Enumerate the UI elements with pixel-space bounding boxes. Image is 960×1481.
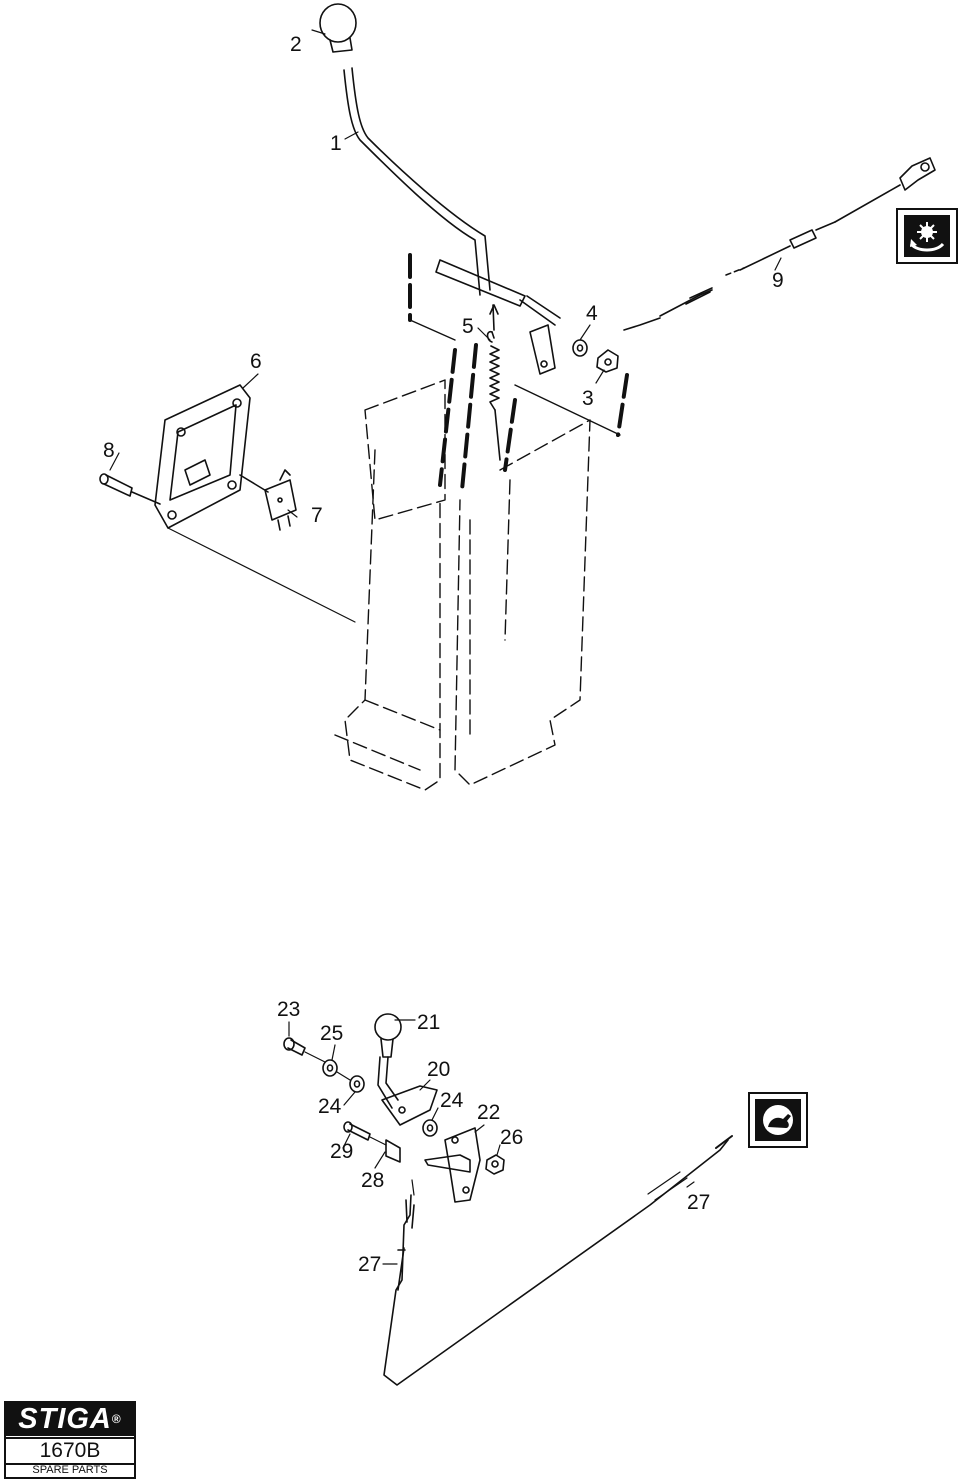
gear-lever <box>343 67 561 326</box>
brand-box: STIGA® 1670B SPARE PARTS <box>4 1401 136 1479</box>
screw-8-line <box>131 491 161 505</box>
gear-rotation-icon <box>896 208 958 264</box>
callout-8: 8 <box>103 439 115 462</box>
callout-7: 7 <box>311 504 323 527</box>
callout-23: 23 <box>277 998 301 1021</box>
frame-tunnel <box>334 379 591 791</box>
model-number: 1670B <box>6 1437 134 1465</box>
frame-tunnel-cutline <box>408 253 629 492</box>
callout-5: 5 <box>462 315 474 338</box>
callout-21: 21 <box>417 1011 441 1034</box>
callout-1: 1 <box>330 132 342 155</box>
lever-arm <box>529 324 556 375</box>
callout-28: 28 <box>361 1169 385 1192</box>
callout-29: 29 <box>330 1140 354 1163</box>
switch-leader <box>239 474 269 493</box>
frame-tunnel-edge <box>409 319 621 436</box>
callout-2: 2 <box>290 33 302 56</box>
leader-lines-upper <box>109 29 782 518</box>
washer-4 <box>572 339 588 357</box>
callout-6: 6 <box>250 350 262 373</box>
control-cable <box>623 157 936 331</box>
callout-4: 4 <box>586 302 598 325</box>
assembly-line <box>167 527 356 623</box>
callout-20: 20 <box>427 1058 451 1081</box>
stiga-logo-text: STIGA <box>18 1403 112 1435</box>
callout-27a: 27 <box>687 1191 711 1214</box>
callout-26: 26 <box>500 1126 524 1149</box>
sheet-label: SPARE PARTS <box>32 1464 108 1476</box>
callout-27b: 27 <box>358 1253 382 1276</box>
cover-plate <box>154 384 251 529</box>
leader-lines-lower <box>288 1019 695 1265</box>
callout-22: 22 <box>477 1101 501 1124</box>
callout-3: 3 <box>582 387 594 410</box>
registered-mark: ® <box>111 1412 122 1426</box>
callout-9: 9 <box>772 269 784 292</box>
callout-25: 25 <box>320 1022 344 1045</box>
lever-knob <box>319 3 357 53</box>
nut-3 <box>596 349 619 373</box>
stiga-logo: STIGA® <box>6 1403 134 1436</box>
return-spring <box>486 304 501 461</box>
rabbit-fast-icon <box>748 1092 808 1148</box>
callout-24b: 24 <box>440 1089 464 1112</box>
lower-assembly <box>283 1013 733 1386</box>
screw-8 <box>99 473 133 497</box>
microswitch <box>264 469 297 531</box>
callout-24a: 24 <box>318 1095 342 1118</box>
